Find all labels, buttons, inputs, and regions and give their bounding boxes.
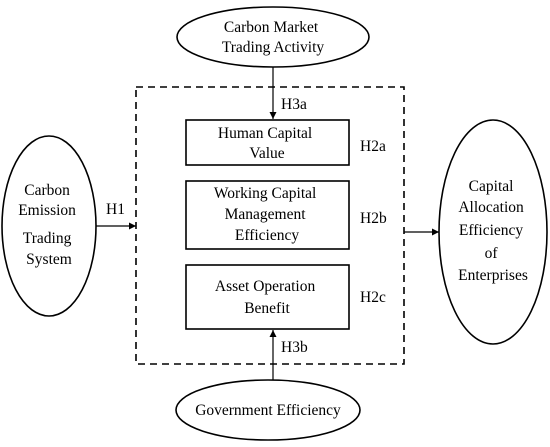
svg-text:Government Efficiency: Government Efficiency	[195, 402, 341, 419]
carbon-market-trading-activity-node: Carbon Market Trading Activity	[176, 6, 370, 68]
asset-operation-line-2: Benefit	[244, 300, 290, 317]
government-efficiency-node: Government Efficiency	[175, 379, 361, 441]
svg-text:Asset Operation Benefit: Asset Operation Benefit	[215, 278, 319, 317]
hypothesis-h2a-label: H2a	[360, 138, 386, 155]
government-line-1: Government Efficiency	[195, 402, 341, 419]
capital-allocation-line-4: of	[485, 245, 499, 262]
carbon-emission-line-3: Trading	[23, 230, 72, 247]
hypothesis-h2b-label: H2b	[360, 210, 387, 227]
working-capital-management-efficiency-box: Working Capital Management Efficiency	[185, 180, 350, 250]
svg-text:Capital Allocation: Capital Allocation Efficiency of Enterpr…	[458, 178, 528, 284]
capital-allocation-efficiency-node: Capital Allocation Efficiency of Enterpr…	[438, 119, 548, 345]
carbon-emission-line-4: System	[26, 251, 72, 268]
carbon-emission-line-2: Emission	[18, 202, 76, 219]
hypothesis-h2c-label: H2c	[360, 289, 386, 306]
carbon-market-line-2: Trading Activity	[222, 39, 325, 56]
working-capital-line-1: Working Capital	[214, 185, 317, 202]
carbon-market-line-1: Carbon Market	[224, 19, 319, 36]
svg-text:Human Capital Value: Human Capital Value	[218, 125, 316, 162]
human-capital-line-1: Human Capital	[218, 125, 312, 142]
capital-allocation-line-5: Enterprises	[458, 267, 528, 284]
svg-text:Carbon Emission Tr: Carbon Emission Trading System	[18, 182, 80, 268]
svg-text:Carbon Market Trading Ac: Carbon Market Trading Activity	[222, 19, 325, 56]
human-capital-line-2: Value	[249, 145, 284, 162]
hypothesis-h3b-label: H3b	[281, 339, 308, 356]
working-capital-line-2: Management	[225, 206, 307, 223]
asset-operation-benefit-box: Asset Operation Benefit	[185, 264, 350, 330]
working-capital-line-3: Efficiency	[235, 227, 300, 244]
hypothesis-h3a-label: H3a	[281, 96, 307, 113]
human-capital-value-box: Human Capital Value	[185, 119, 350, 166]
svg-text:Working Capital Manageme: Working Capital Management Efficiency	[214, 185, 320, 244]
asset-operation-line-1: Asset Operation	[215, 278, 316, 295]
hypothesis-h1-label: H1	[106, 201, 125, 218]
capital-allocation-line-3: Efficiency	[459, 222, 524, 239]
capital-allocation-line-1: Capital	[469, 178, 514, 195]
carbon-emission-trading-system-node: Carbon Emission Trading System	[1, 135, 97, 317]
carbon-emission-line-1: Carbon	[24, 182, 70, 199]
capital-allocation-line-2: Allocation	[458, 199, 524, 216]
